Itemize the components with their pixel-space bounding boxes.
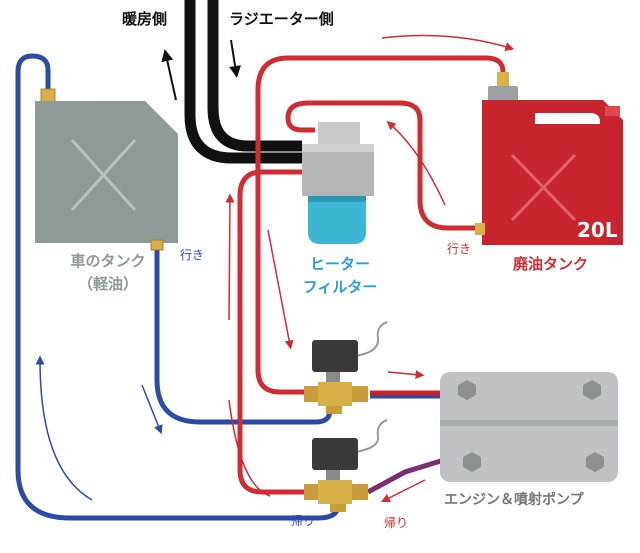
- filter-to-tank-line: [285, 100, 480, 231]
- filter-head: [302, 144, 374, 196]
- engine-pump-label: エンジン＆噴射ポンプ: [444, 492, 584, 508]
- valve-port-bottom-lower: [330, 504, 346, 512]
- valve-body-lower: [318, 480, 352, 504]
- engine-feed-lines: [366, 370, 445, 503]
- heater-flow-arrow: [161, 49, 177, 101]
- waste-arrow-up: [225, 193, 235, 321]
- valve-port-bottom-upper: [326, 406, 342, 414]
- waste-tank-x-2: [510, 153, 577, 222]
- heater-side-label: 暖房側: [122, 10, 168, 28]
- engine-return-label: 帰り: [384, 516, 409, 530]
- engine-return-line: [366, 457, 445, 495]
- heater-side-hose: [184, 0, 302, 164]
- car-tank-label-line2: （軽油）: [77, 275, 138, 293]
- valve-wire-upper: [354, 321, 388, 357]
- valve-body-upper: [318, 382, 352, 406]
- engine-return-arrow: [380, 479, 426, 503]
- valve-port-right-upper: [352, 386, 368, 402]
- waste-tank-fitting: [475, 223, 485, 235]
- car-tank-fitting-top: [40, 88, 56, 104]
- valve-port-right-lower: [352, 484, 368, 500]
- hex-bolt-icon: [458, 380, 476, 400]
- filter-top-cap: [318, 122, 360, 144]
- car-tank: [35, 88, 178, 251]
- car-tank-x-2: [70, 138, 137, 212]
- diesel-supply-line: [154, 248, 333, 425]
- filter-head-highlight: [302, 144, 374, 152]
- car-tank-return-label: 帰り: [291, 514, 316, 528]
- hex-bolt-icon: [586, 452, 604, 472]
- car-tank-fitting-outlet: [150, 239, 164, 251]
- solenoid-stem-upper: [326, 372, 340, 382]
- hex-bolt-icon: [583, 380, 601, 400]
- valve-port-left-lower: [304, 484, 318, 500]
- engine-feed-arrow: [387, 370, 425, 380]
- solenoid-valve-upper: [304, 321, 388, 414]
- car-tank-label-line1: 車のタンク: [70, 252, 146, 270]
- waste-oil-tank-label: 廃油タンク: [513, 255, 589, 273]
- car-tank-outflow-label: 行き: [180, 248, 205, 262]
- solenoid-valve-lower: [304, 419, 388, 512]
- solenoid-stem-lower: [326, 470, 340, 480]
- diesel-supply-arrow: [141, 384, 163, 435]
- waste-tank-cap-fitting: [497, 72, 509, 86]
- waste-tank-outflow-label: 行き: [447, 242, 472, 256]
- waste-arrow-top: [381, 34, 515, 52]
- waste-tank-body: [482, 100, 623, 245]
- valve-port-left-upper: [304, 386, 318, 402]
- heater-filter: [302, 122, 374, 244]
- valve-wire-lower: [354, 419, 388, 453]
- solenoid-coil-lower: [312, 438, 358, 470]
- waste-oil-lines: [225, 34, 515, 497]
- waste-tank-cap: [488, 86, 518, 102]
- heater-filter-label-line2: フィルター: [302, 278, 378, 296]
- diesel-return-line: [15, 53, 341, 521]
- diesel-return-arrow: [35, 355, 93, 501]
- waste-oil-tank: [475, 72, 623, 245]
- solenoid-coil-upper: [312, 340, 358, 372]
- engine-block: [440, 372, 618, 482]
- radiator-side-label: ラジエーター側: [229, 10, 334, 28]
- filter-to-lower-valve-line: [237, 169, 310, 495]
- engine-midline: [440, 420, 618, 426]
- coolant-hoses: [161, 0, 302, 164]
- waste-arrow-tank-side: [386, 121, 446, 206]
- waste-arrow-down: [267, 229, 294, 350]
- hex-bolt-icon: [463, 452, 481, 472]
- tank-to-valve-line: [255, 55, 506, 395]
- engine-body: [440, 372, 618, 482]
- tank-capacity-label: 20L: [577, 218, 618, 242]
- filter-bowl-shade: [308, 196, 366, 202]
- waste-arrow-return: [228, 399, 271, 497]
- filter-bowl: [308, 196, 366, 244]
- radiator-side-hose: [207, 0, 302, 152]
- waste-tank-handle: [535, 113, 600, 124]
- diesel-lines: [15, 53, 341, 521]
- waste-tank-handle-grip: [605, 106, 620, 116]
- radiator-flow-arrow: [229, 39, 242, 78]
- heater-filter-label-line1: ヒーター: [309, 255, 370, 273]
